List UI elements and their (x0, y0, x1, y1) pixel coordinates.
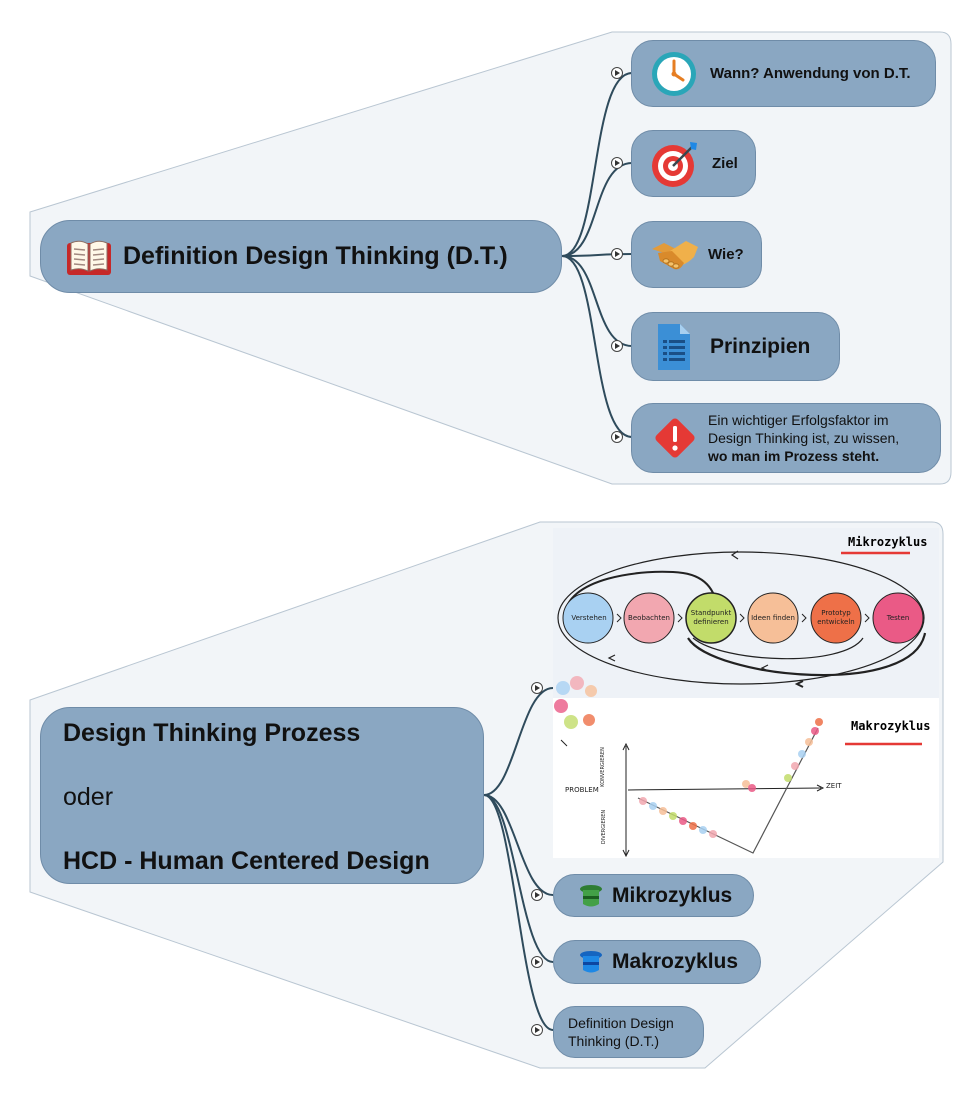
expand-toggle[interactable] (611, 157, 623, 169)
child-topic-makrozyklus[interactable]: Makrozyklus (553, 940, 761, 984)
handshake-icon (652, 240, 698, 269)
expand-toggle[interactable] (531, 1024, 543, 1036)
child-topic-wann[interactable]: Wann? Anwendung von D.T. (631, 40, 936, 107)
expand-toggle[interactable] (611, 431, 623, 443)
axis-label-zeit: ZEIT (826, 782, 842, 790)
child-topic-ziel[interactable]: Ziel (631, 130, 756, 197)
child-topic-label: Makrozyklus (612, 950, 739, 973)
axis-label-konvergieren: KONVERGIEREN (599, 747, 606, 787)
child-topic-label: Wann? Anwendung von D.T. (710, 65, 911, 82)
step-label: Verstehen (571, 614, 607, 622)
expand-toggle[interactable] (611, 340, 623, 352)
step-label: Prototyp entwickeln (817, 609, 855, 626)
child-topic-definition-link[interactable]: Definition Design Thinking (D.T.) (553, 1006, 704, 1058)
step-label: Standpunkt definieren (690, 609, 732, 626)
child-topic-wie[interactable]: Wie? (631, 221, 762, 288)
step-label: Beobachten (628, 614, 670, 622)
expand-toggle[interactable] (611, 67, 623, 79)
branches-topic2 (483, 687, 554, 1031)
child-topic-label: Mikrozyklus (612, 883, 733, 907)
child-topic-mikrozyklus[interactable]: Mikrozyklus (553, 874, 754, 917)
mikrozyklus-heading: Mikrozyklus (848, 535, 928, 549)
central-topic-label: Definition Design Thinking (D.T.) (123, 242, 508, 270)
child-topic-text-line: Ein wichtiger Erfolgsfaktor im (708, 412, 889, 428)
central-topic-definition[interactable]: Definition Design Thinking (D.T.) (40, 220, 562, 293)
child-topic-erfolgsfaktor[interactable]: Ein wichtiger Erfolgsfaktor im Design Th… (631, 403, 941, 473)
process-image[interactable]: Mikrozyklus Makrozyklus Verstehen Beobac… (553, 528, 939, 858)
child-topic-text-line: Design Thinking ist, zu wissen, (708, 430, 900, 446)
clock-icon (652, 51, 696, 96)
child-topic-text-line: Definition Design (568, 1015, 674, 1031)
green-hat-icon (580, 884, 602, 906)
expand-toggle[interactable] (531, 682, 543, 694)
expand-toggle[interactable] (531, 889, 543, 901)
child-topic-label: Wie? (708, 246, 744, 263)
blue-hat-icon (580, 951, 602, 973)
expand-toggle[interactable] (611, 248, 623, 260)
child-topic-text-line: Thinking (D.T.) (568, 1033, 660, 1049)
open-book-icon (67, 240, 111, 275)
expand-toggle[interactable] (531, 956, 543, 968)
makrozyklus-heading: Makrozyklus (851, 719, 931, 733)
document-icon (658, 323, 690, 370)
central-topic-line: Design Thinking Prozess (63, 719, 361, 747)
child-topic-text-line-bold: wo man im Prozess steht. (708, 448, 880, 464)
central-topic-line: HCD - Human Centered Design (63, 847, 430, 875)
child-topic-label: Prinzipien (710, 334, 811, 358)
central-topic-dt-prozess[interactable]: Design Thinking Prozess oder HCD - Human… (40, 707, 484, 884)
axis-label-problem: PROBLEM (565, 786, 599, 794)
target-icon (652, 141, 697, 187)
child-topic-prinzipien[interactable]: Prinzipien (631, 312, 840, 381)
child-topic-label: Ziel (712, 155, 738, 172)
warning-icon (655, 418, 695, 458)
axis-label-divergieren: DIVERGIEREN (601, 809, 608, 845)
step-label: Ideen finden (751, 614, 795, 622)
process-image-drawing (553, 528, 939, 858)
step-label: Testen (886, 614, 910, 622)
central-topic-line: oder (63, 783, 114, 811)
